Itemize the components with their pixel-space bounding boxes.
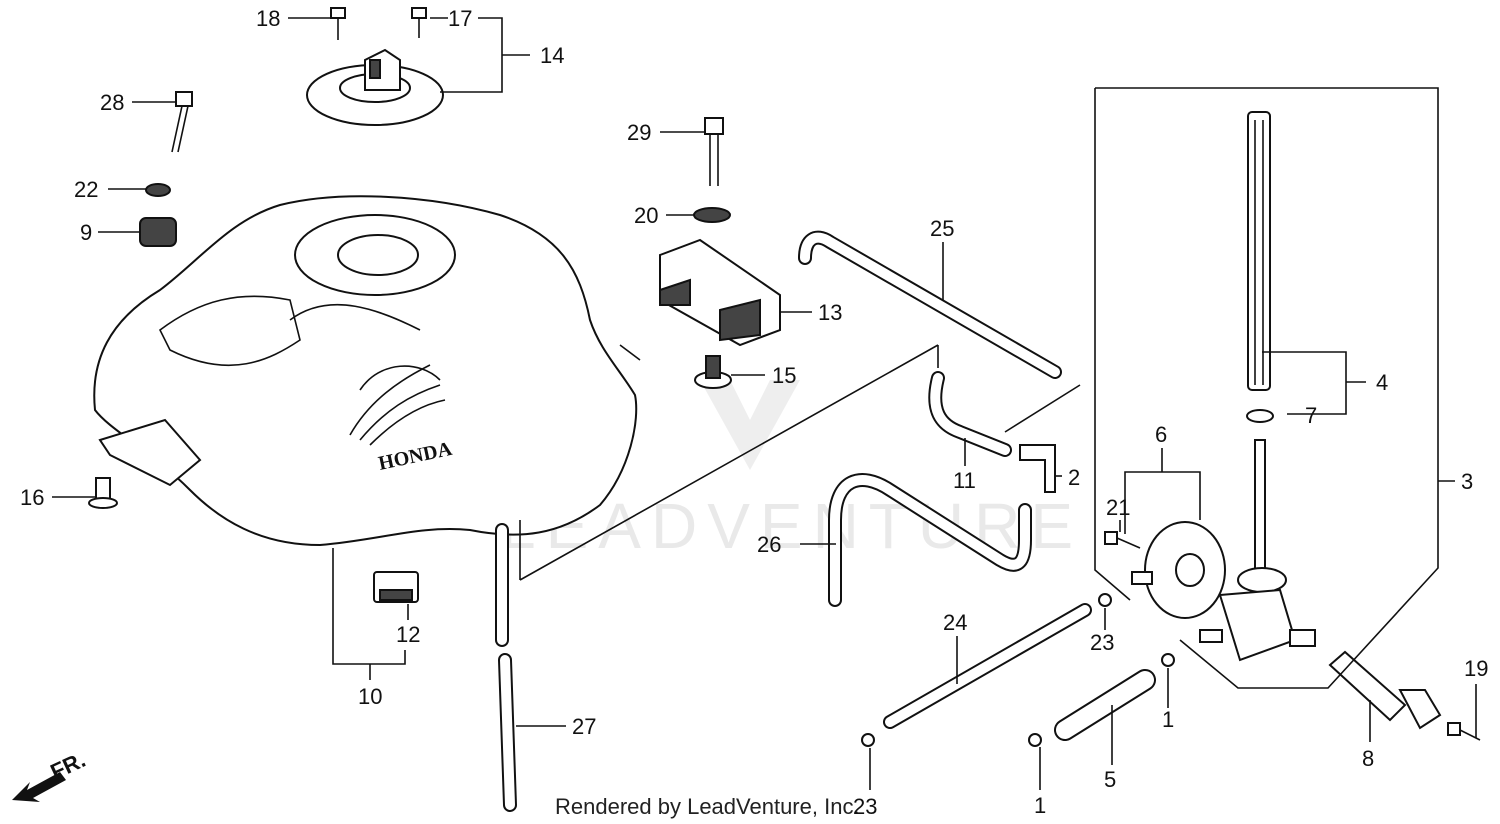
callout-15: 15 xyxy=(772,363,796,388)
tube-24[interactable] xyxy=(883,603,1092,729)
fuel-valve-3[interactable] xyxy=(1199,439,1316,662)
callout-5: 5 xyxy=(1104,767,1116,792)
screw-21[interactable] xyxy=(1104,531,1141,549)
screw-19[interactable] xyxy=(1447,722,1481,741)
callout-18: 18 xyxy=(256,6,280,31)
callout-numbers: 18 17 14 28 22 9 16 12 10 29 20 13 15 25… xyxy=(20,6,1488,818)
callout-10: 10 xyxy=(358,684,382,709)
callout-28: 28 xyxy=(100,90,124,115)
callout-14: 14 xyxy=(540,43,564,68)
callout-27: 27 xyxy=(572,714,596,739)
clip-23-lower[interactable] xyxy=(861,733,875,747)
callout-1-lower: 1 xyxy=(1034,793,1046,818)
callout-9: 9 xyxy=(80,220,92,245)
callout-21: 21 xyxy=(1106,495,1130,520)
callout-3: 3 xyxy=(1461,469,1473,494)
callout-12: 12 xyxy=(396,622,420,647)
fuel-tank[interactable]: HONDA xyxy=(93,195,641,547)
callout-7: 7 xyxy=(1305,403,1317,428)
rubber-12[interactable] xyxy=(373,571,419,603)
callout-23-upper: 23 xyxy=(1090,630,1114,655)
callout-16: 16 xyxy=(20,485,44,510)
footer-text: Rendered by LeadVenture, Inc. xyxy=(555,794,860,819)
clip-23-upper[interactable] xyxy=(1098,593,1112,607)
fuel-filler-cap[interactable] xyxy=(306,48,444,126)
hose-11[interactable] xyxy=(928,371,1012,457)
lever-8[interactable] xyxy=(1328,650,1442,730)
callout-13: 13 xyxy=(818,300,842,325)
footer: Rendered by LeadVenture, Inc. 23 xyxy=(555,794,877,819)
callout-23-lower: 23 xyxy=(853,794,877,819)
leader-lines xyxy=(52,17,1477,790)
fuel-strainer-4[interactable] xyxy=(1247,111,1271,391)
front-arrow-icon xyxy=(12,772,66,802)
callout-19: 19 xyxy=(1464,656,1488,681)
callout-4: 4 xyxy=(1376,370,1388,395)
clip-1-lower[interactable] xyxy=(1028,733,1042,747)
callout-22: 22 xyxy=(74,177,98,202)
bolt-28[interactable] xyxy=(171,91,193,153)
callout-6: 6 xyxy=(1155,422,1167,447)
callout-11: 11 xyxy=(953,468,976,493)
callout-20: 20 xyxy=(634,203,658,228)
callout-1-upper: 1 xyxy=(1162,707,1174,732)
washer-22[interactable] xyxy=(145,183,171,197)
bolt-18[interactable] xyxy=(330,7,346,40)
bracket-13[interactable] xyxy=(659,238,781,347)
callout-8: 8 xyxy=(1362,746,1374,771)
tube-5[interactable] xyxy=(1054,669,1156,741)
callout-17: 17 xyxy=(448,6,472,31)
callout-2: 2 xyxy=(1068,465,1080,490)
bolt-17[interactable] xyxy=(411,7,427,38)
collar-16[interactable] xyxy=(88,477,118,509)
hose-27[interactable] xyxy=(495,523,517,812)
clip-1-upper[interactable] xyxy=(1161,653,1175,667)
callout-26: 26 xyxy=(757,532,781,557)
joint-2[interactable] xyxy=(1019,444,1056,493)
callout-24: 24 xyxy=(943,610,967,635)
hose-26[interactable] xyxy=(828,473,1032,607)
grommet-9[interactable] xyxy=(139,217,177,247)
diaphragm-6[interactable] xyxy=(1131,521,1226,619)
o-ring-7[interactable] xyxy=(1246,409,1274,423)
callout-25: 25 xyxy=(930,216,954,241)
washer-20[interactable] xyxy=(693,207,731,223)
callout-29: 29 xyxy=(627,120,651,145)
collar-15[interactable] xyxy=(694,355,732,389)
bolt-29[interactable] xyxy=(704,117,724,186)
front-direction-indicator: FR. xyxy=(12,747,89,802)
hose-25[interactable] xyxy=(798,230,1062,379)
